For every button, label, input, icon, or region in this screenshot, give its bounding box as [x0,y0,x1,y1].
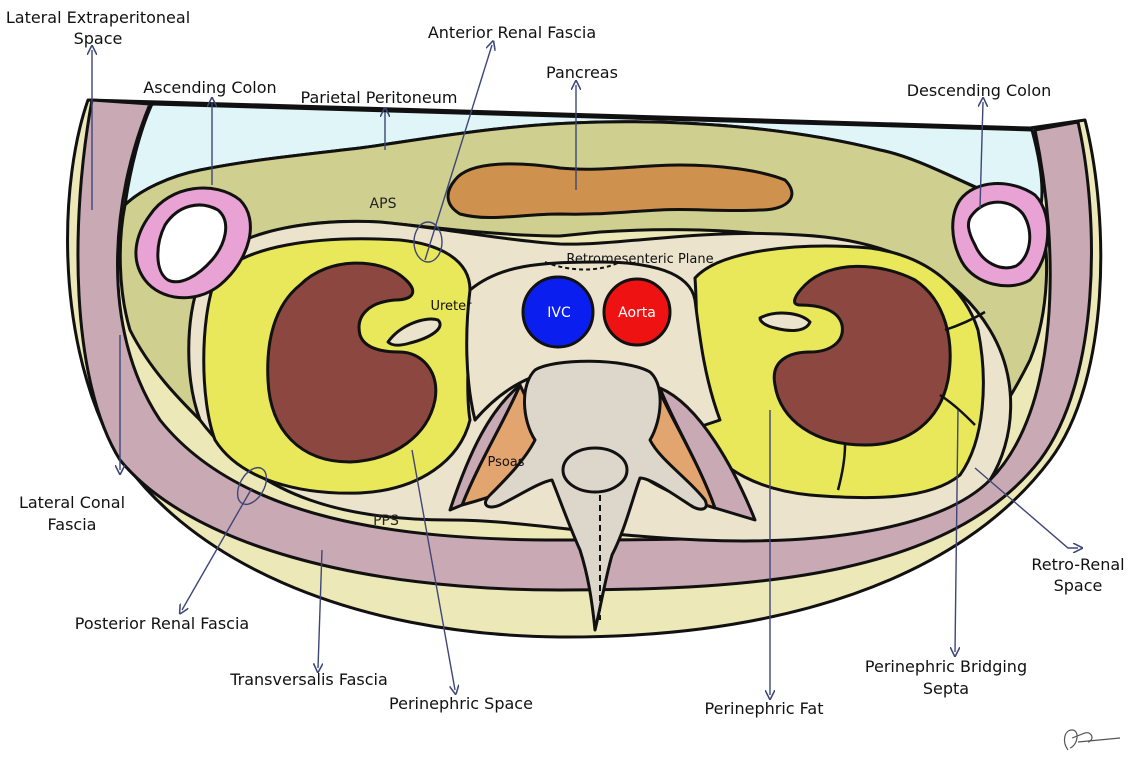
label-retro-renal-1: Retro-Renal [1031,555,1124,574]
label-parietal-peritoneum: Parietal Peritoneum [301,88,458,107]
label-retromesenteric-plane: Retromesenteric Plane [566,252,713,267]
label-bridging-septa-2: Septa [923,679,969,698]
pancreas [448,164,792,218]
label-perinephric-space: Perinephric Space [389,694,533,713]
label-perinephric-fat: Perinephric Fat [705,699,824,718]
descending-colon [953,184,1048,286]
label-aps: APS [370,196,397,212]
label-anterior-renal-fascia: Anterior Renal Fascia [428,23,596,42]
label-bridging-septa-1: Perinephric Bridging [865,657,1027,676]
label-ascending-colon: Ascending Colon [143,78,276,97]
label-ivc: IVC [547,305,571,321]
label-lateral-conal-1: Lateral Conal [19,493,125,512]
label-lateral-conal-2: Fascia [48,515,97,534]
kidney-left [268,263,436,462]
kidney-right [774,266,950,445]
artist-signature [1065,730,1120,750]
vertebral-canal [563,448,627,492]
label-retro-renal-2: Space [1054,576,1103,595]
label-lateral-extraperitoneal-2: Space [74,29,123,48]
label-lateral-extraperitoneal-1: Lateral Extraperitoneal [6,8,190,27]
label-psoas: Psoas [487,455,524,470]
label-ureter: Ureter [430,299,472,314]
label-aorta: Aorta [618,305,656,321]
label-pps: PPS [373,513,399,529]
label-posterior-renal-fascia: Posterior Renal Fascia [75,614,249,633]
label-transversalis-fascia: Transversalis Fascia [229,670,388,689]
label-pancreas: Pancreas [546,63,618,82]
label-descending-colon: Descending Colon [907,81,1052,100]
